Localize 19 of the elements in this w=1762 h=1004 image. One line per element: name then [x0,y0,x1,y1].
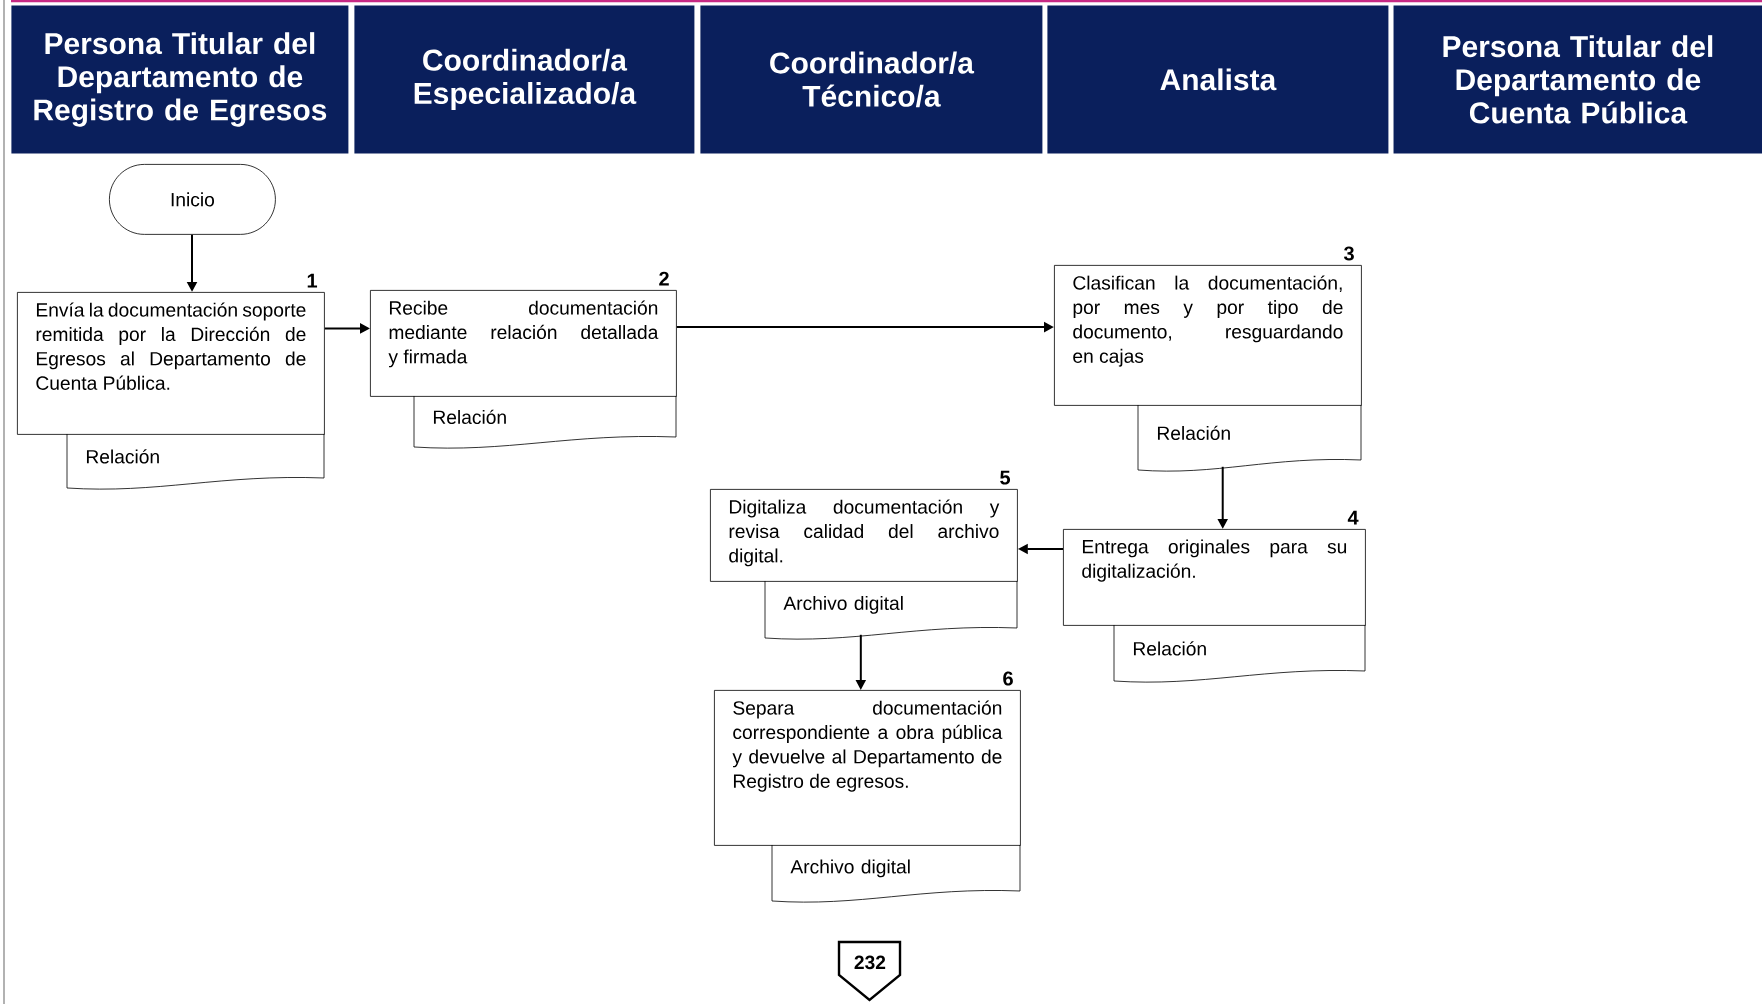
step-number: 3 [1343,246,1354,261]
step-number: 1 [307,273,318,288]
step-number: 6 [1003,671,1013,686]
off-page-connector: 232 [837,940,902,1002]
step-number: 4 [1347,510,1359,525]
step-number: 5 [1000,470,1011,485]
lane-header: Persona Titular del Departamento de Registro de Egresos [11,5,349,154]
process-box: Separa documentación correspondiente a obra pública y devuelve al Departamento de Registro de egresos. [714,690,1021,846]
lane-header: Coordinador/a Técnico/a [700,5,1043,154]
lane-header: Analista [1047,5,1389,154]
process-box: Recibe documentación mediante relación detallada y firmada [370,290,677,397]
process-box: Entrega originales para su digitalización. [1063,529,1366,626]
process-box: Envía la documentación soporte remitida por la Dirección de Egresos al Departamento de Cuenta Pública. [17,292,325,435]
lane-header: Persona Titular del Departamento de Cuenta Pública [1393,5,1762,154]
lane-header: Coordinador/a Especializado/a [354,5,695,154]
process-box: Clasifican la documentación, por mes y por tipo de documento, resguardando en cajas [1054,265,1362,406]
start-terminal: Inicio [109,164,276,235]
step-number: 2 [659,271,669,286]
process-box: Digitaliza documentación y revisa calidad del archivo digital. [710,489,1018,582]
